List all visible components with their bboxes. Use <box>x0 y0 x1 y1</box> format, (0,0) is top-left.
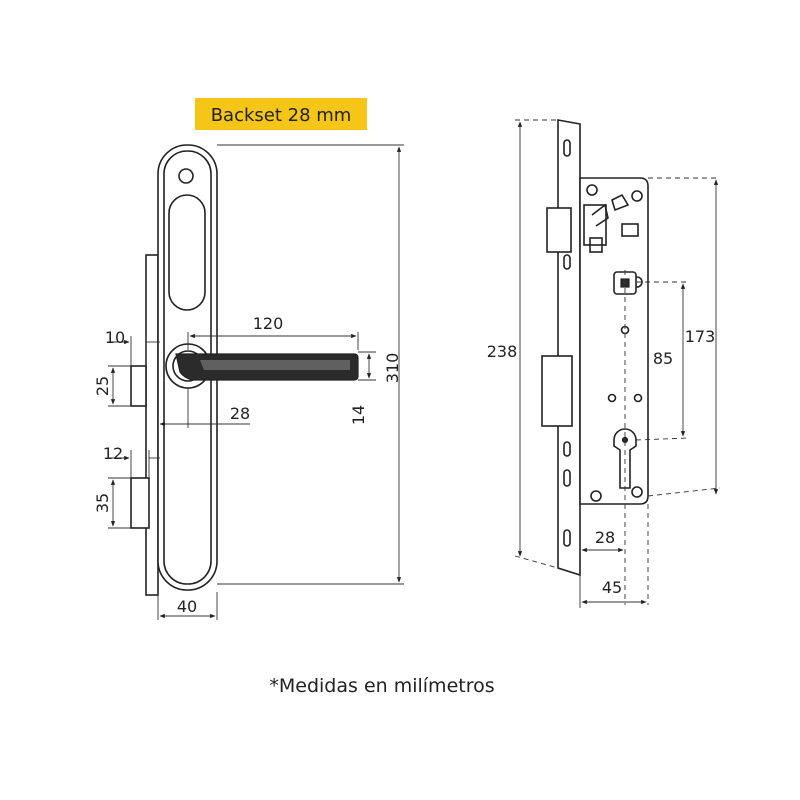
dim-label-case-depth: 45 <box>602 578 622 597</box>
thumbturn-hole-icon <box>178 168 194 184</box>
lock-faceplate <box>557 119 581 577</box>
faceplate-slot-top <box>563 139 571 157</box>
footnote: *Medidas en milímetros <box>269 675 494 697</box>
guide-hole-icon <box>607 393 617 403</box>
dim-label-bolt-height: 35 <box>93 493 112 513</box>
faceplate-slot-mid1 <box>563 254 571 270</box>
dim-label-height-total: 310 <box>383 353 402 384</box>
latch-pin <box>589 237 603 253</box>
latch-spring <box>591 203 609 227</box>
dim-label-latch-width: 10 <box>105 328 125 347</box>
front-view-drawing: 310 120 14 28 40 10 25 12 35 <box>93 144 404 620</box>
dim-label-faceplate-height: 238 <box>487 342 518 361</box>
latch-mechanism <box>583 204 607 246</box>
badge-background <box>195 98 367 130</box>
dim-label-center-distance: 85 <box>653 349 673 368</box>
guide-hole-icon <box>633 393 643 403</box>
latch-slide <box>621 223 639 237</box>
lever-highlight <box>200 360 350 370</box>
dim-label-case-height: 173 <box>685 327 716 346</box>
dim-label-latch-height: 25 <box>93 376 112 396</box>
dim-label-handle-length: 120 <box>253 314 284 333</box>
upper-slot <box>168 194 206 311</box>
dim-label-handle-depth: 14 <box>349 405 368 425</box>
side-bolt <box>541 355 573 427</box>
faceplate-slot-bottom <box>563 529 571 547</box>
faceplate-slot-mid2 <box>563 441 571 457</box>
mounting-plate <box>145 254 159 596</box>
dim-label-backset-front: 28 <box>230 404 250 423</box>
latch-cam <box>611 193 630 212</box>
case-screw-icon <box>590 490 602 502</box>
dim-label-plate-width: 40 <box>177 597 197 616</box>
side-view-drawing: 238 173 85 28 45 <box>487 119 721 608</box>
badge-label: Backset 28 mm <box>211 105 352 126</box>
dim-label-bolt-width: 12 <box>103 444 123 463</box>
case-screw-icon <box>631 486 643 498</box>
lever-handle <box>175 353 359 381</box>
case-screw-icon <box>631 190 643 202</box>
side-latch <box>546 207 572 253</box>
cylinder-profile <box>613 428 637 489</box>
latch-tongue <box>130 365 147 407</box>
backset-badge: Backset 28 mm <box>195 98 367 130</box>
bolt-tongue <box>130 477 150 529</box>
dim-label-backset-side: 28 <box>595 528 615 547</box>
faceplate-slot-low <box>563 469 571 487</box>
case-screw-icon <box>586 184 598 196</box>
